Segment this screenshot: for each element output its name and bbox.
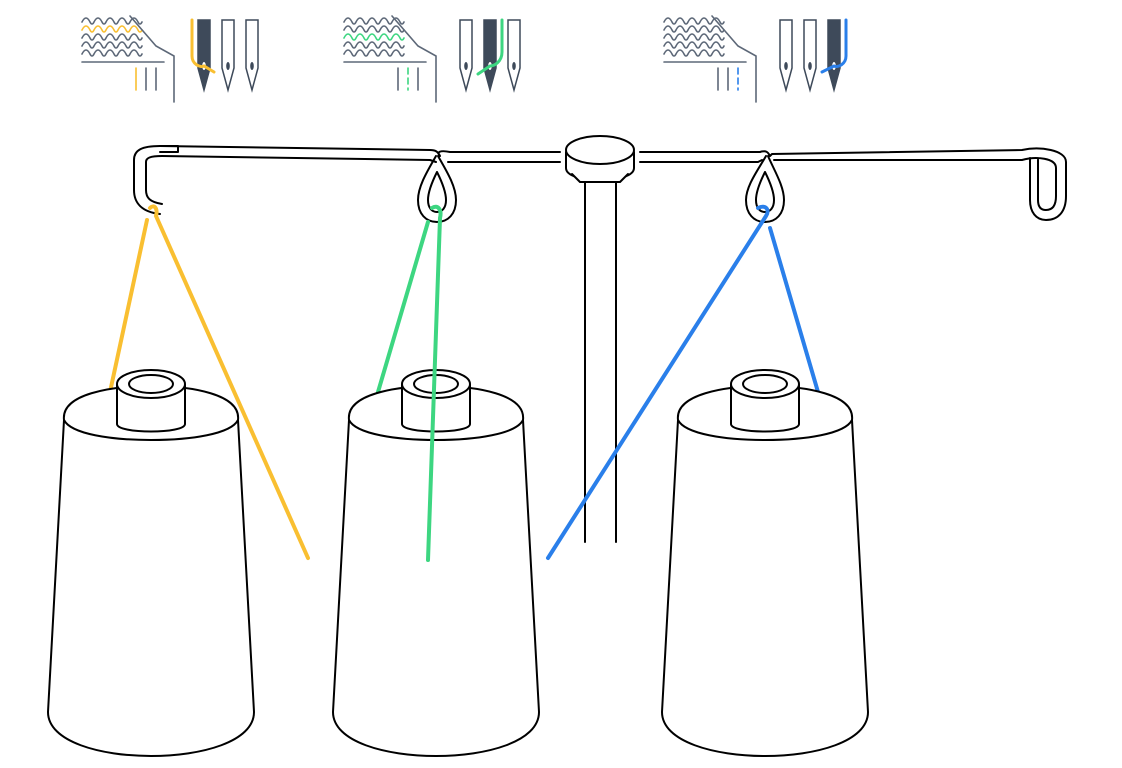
needle-icon xyxy=(459,19,473,93)
thread-cone-3 xyxy=(661,369,869,757)
needle-thread xyxy=(190,18,216,74)
needle-icon xyxy=(483,19,497,93)
cone-core-hole xyxy=(742,374,788,394)
stand-left-hook-cap xyxy=(159,145,179,153)
needle-icon xyxy=(803,19,817,93)
needle-icon xyxy=(197,19,211,93)
thread-3-to-cone xyxy=(768,226,820,394)
stand-crossbar-outer xyxy=(133,145,1067,221)
cone-top-rim xyxy=(348,419,524,441)
stitch-fabric-icon xyxy=(663,15,757,103)
threading-legends xyxy=(81,15,848,103)
stitch-fabric-icon xyxy=(343,15,437,103)
stand-center-knob xyxy=(565,135,635,183)
thread-cone-2 xyxy=(332,369,540,757)
thread-1-to-cone xyxy=(108,218,149,394)
stand-loop-right-inner xyxy=(755,171,775,213)
threads-back xyxy=(108,218,820,394)
stand-crossbar-inner xyxy=(145,155,1057,211)
thread-stand xyxy=(133,135,1067,543)
legend-thread-1 xyxy=(81,15,259,103)
stitch-fabric-icon xyxy=(81,15,175,103)
needle-icon-group xyxy=(779,18,848,93)
thread-cone-1 xyxy=(47,369,255,757)
legend-thread-3 xyxy=(663,15,848,103)
needle-icon xyxy=(221,19,235,93)
cone-body xyxy=(47,385,255,757)
needle-icon xyxy=(245,19,259,93)
thread-2-to-machine xyxy=(426,204,443,562)
thread-2-to-cone xyxy=(376,220,430,394)
needle-icon xyxy=(827,19,841,93)
cone-body xyxy=(332,385,540,757)
stand-loop-middle-inner xyxy=(427,171,447,213)
legend-thread-2 xyxy=(343,15,521,103)
cone-top-rim xyxy=(677,419,853,441)
needle-icon xyxy=(507,19,521,93)
thread-cones xyxy=(47,369,869,757)
needle-icon-group xyxy=(459,18,521,93)
stand-loop-middle xyxy=(417,155,457,223)
threads-front xyxy=(148,204,770,562)
needle-icon-group xyxy=(190,18,259,93)
cone-core-hole xyxy=(128,374,174,394)
stand-pole xyxy=(584,169,617,543)
needle-icon xyxy=(779,19,793,93)
thread-1-to-machine xyxy=(148,204,310,560)
needle-thread xyxy=(820,18,848,74)
cone-body xyxy=(661,385,869,757)
cone-top-rim xyxy=(63,419,239,441)
needle-thread xyxy=(476,18,504,76)
thread-3-to-machine xyxy=(546,204,770,560)
stand-loop-right xyxy=(745,155,785,223)
